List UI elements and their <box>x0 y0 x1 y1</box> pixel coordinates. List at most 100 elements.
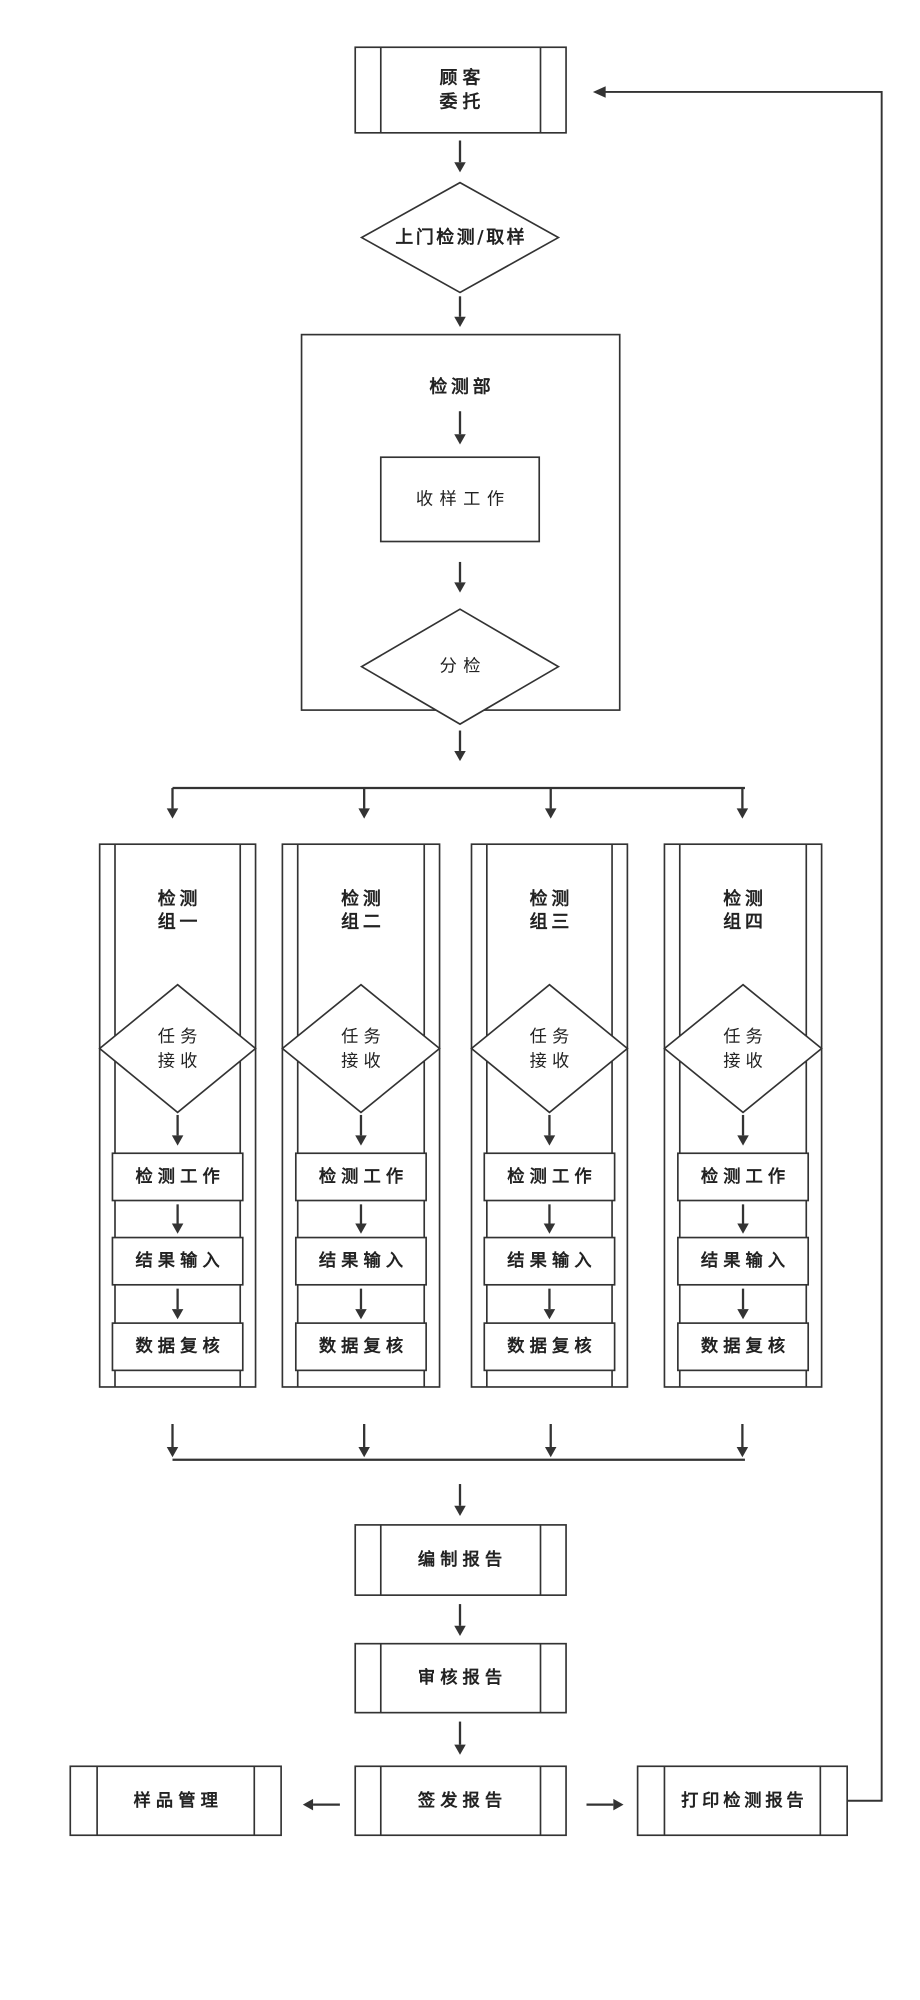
node-result-entry: 结果输入 <box>294 1236 427 1286</box>
arrow-title-to-receive <box>454 411 466 445</box>
process-shape <box>294 1236 427 1286</box>
process-box-frame <box>354 46 567 134</box>
arrow-head <box>166 1446 179 1458</box>
node-sorting: 分检 <box>359 608 561 726</box>
process-shape <box>111 1152 244 1202</box>
node-testing-work: 检测工作 <box>677 1152 810 1202</box>
decision-shape <box>663 983 823 1114</box>
arrow-compile-to-review <box>454 1604 466 1637</box>
task-label-line-2: 接收 <box>723 1051 768 1071</box>
node-testing-work: 检测工作 <box>483 1152 616 1202</box>
process-shape <box>111 1236 244 1286</box>
task-label-line-1: 任务 <box>723 1027 768 1047</box>
arrow-sort-to-split <box>454 730 466 762</box>
arrow-to-group-3 <box>544 787 557 819</box>
arrow-head <box>358 808 370 819</box>
review-label: 审核报告 <box>418 1667 507 1688</box>
process-shape <box>111 1322 244 1372</box>
arrow-receive-to-sort <box>454 561 466 593</box>
group-title-line-1: 检测 <box>530 888 573 910</box>
step-label: 数据复核 <box>701 1336 790 1357</box>
sample-management-label: 样品管理 <box>134 1790 223 1811</box>
arrow-to-group-2 <box>358 787 370 819</box>
step-label: 数据复核 <box>135 1336 224 1357</box>
process-box-frame <box>354 1642 567 1714</box>
arrow-onsite-to-department <box>454 296 466 327</box>
node-data-review: 数据复核 <box>111 1322 244 1372</box>
arrow-head <box>171 1223 184 1234</box>
step-label: 检测工作 <box>135 1166 224 1187</box>
arrow-head <box>358 1446 370 1458</box>
arrow-from-group-3 <box>544 1424 557 1458</box>
arrow-task-to-step-1 <box>737 1114 749 1146</box>
process-shape <box>483 1236 616 1286</box>
onsite-label: 上门检测/取样 <box>395 226 527 248</box>
department-title: 检测部 <box>429 375 494 397</box>
arrow-head <box>543 1309 556 1320</box>
process-shape <box>294 1152 427 1202</box>
arrow-head <box>736 808 749 819</box>
arrow-issue-to-sample-management <box>302 1798 340 1811</box>
process-box-frame <box>69 1765 282 1837</box>
process-shape <box>677 1236 810 1286</box>
step-label: 结果输入 <box>319 1250 408 1271</box>
arrow-from-group-2 <box>358 1424 370 1458</box>
node-testing-work: 检测工作 <box>294 1152 427 1202</box>
arrow-step-2-to-3 <box>543 1288 556 1320</box>
receive-label: 收样工作 <box>416 489 511 509</box>
task-label-line-1: 任务 <box>158 1027 203 1047</box>
group-title-line-1: 检测 <box>723 888 766 910</box>
arrow-to-group-1 <box>166 787 179 819</box>
node-data-review: 数据复核 <box>483 1322 616 1372</box>
node-sample-management: 样品管理 <box>69 1765 282 1837</box>
arrow-head <box>454 582 466 593</box>
group-title-line-2: 组一 <box>158 911 201 933</box>
split-connector <box>166 786 749 819</box>
process-shape <box>677 1152 810 1202</box>
step-label: 检测工作 <box>507 1166 596 1187</box>
arrow-issue-to-print <box>586 1798 624 1811</box>
arrow-head <box>544 1446 557 1458</box>
arrow-head <box>736 1446 749 1458</box>
compile-label: 编制报告 <box>418 1549 507 1570</box>
arrow-merge-to-compile <box>454 1484 466 1516</box>
arrow-head <box>454 750 466 762</box>
arrow-head <box>543 1223 556 1234</box>
arrow-step-1-to-2 <box>737 1204 749 1234</box>
task-label-line-2: 接收 <box>158 1051 203 1071</box>
arrow-head <box>171 1309 184 1320</box>
arrow-from-group-4 <box>736 1424 749 1458</box>
sort-label: 分检 <box>440 657 487 677</box>
arrow-step-2-to-3 <box>171 1288 184 1320</box>
group-title-line-1: 检测 <box>341 888 384 910</box>
arrow-step-1-to-2 <box>171 1204 184 1234</box>
process-shape <box>677 1322 810 1372</box>
arrow-head <box>355 1223 367 1234</box>
arrow-head <box>544 808 557 819</box>
arrow-head <box>302 1798 314 1811</box>
arrow-head <box>454 1505 466 1516</box>
merge-connector <box>166 1424 749 1461</box>
arrow-head <box>737 1135 749 1146</box>
process-box-frame <box>354 1524 567 1596</box>
arrow-head <box>592 86 606 98</box>
group-title-line-2: 组四 <box>723 911 766 933</box>
task-label-line-2: 接收 <box>341 1051 386 1071</box>
arrow-head <box>355 1309 367 1320</box>
step-label: 结果输入 <box>507 1250 596 1271</box>
decision-shape <box>359 181 561 294</box>
step-label: 检测工作 <box>319 1166 408 1187</box>
feedback-connector <box>592 86 883 1802</box>
arrow-review-to-issue <box>454 1721 466 1755</box>
node-data-review: 数据复核 <box>294 1322 427 1372</box>
arrow-to-group-4 <box>736 787 749 819</box>
arrow-step-1-to-2 <box>355 1204 367 1234</box>
arrow-head <box>454 1625 466 1637</box>
arrow-head <box>737 1309 749 1320</box>
